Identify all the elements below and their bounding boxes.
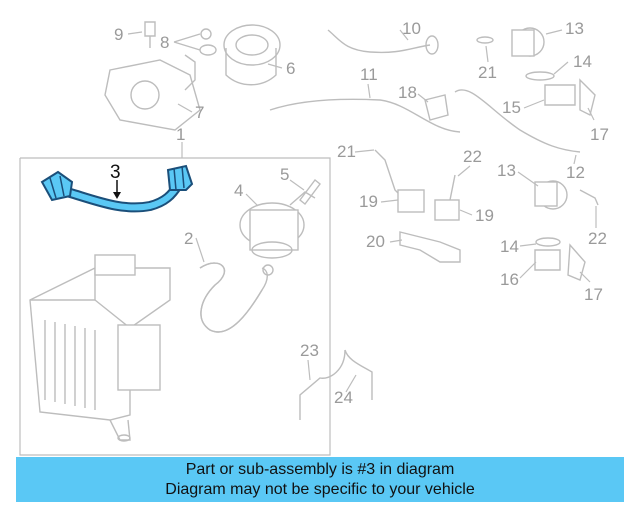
highlighted-hose-3 xyxy=(40,164,194,213)
sensor-5 xyxy=(299,179,321,205)
sensor-24 xyxy=(344,349,373,400)
callout-7: 7 xyxy=(195,103,204,122)
valve-13-lower xyxy=(534,180,568,210)
callout-16: 16 xyxy=(500,270,519,289)
callout-15: 15 xyxy=(502,98,521,117)
callout-3: 3 xyxy=(110,162,121,183)
bracket-20 xyxy=(399,231,461,263)
callout-2: 2 xyxy=(184,229,193,248)
callout-19-left: 19 xyxy=(359,192,378,211)
callout-12: 12 xyxy=(566,163,585,182)
callout-8: 8 xyxy=(160,33,169,52)
callout-14-top: 14 xyxy=(573,52,592,71)
callout-18: 18 xyxy=(398,83,417,102)
callout-17-lower: 17 xyxy=(584,285,603,304)
sensor-23 xyxy=(299,349,346,420)
callout-24: 24 xyxy=(334,388,353,407)
callout-13-lower: 13 xyxy=(497,161,516,180)
callout-14-lower: 14 xyxy=(500,237,519,256)
callout-21-mid: 21 xyxy=(337,142,356,161)
bracket-7 xyxy=(104,59,201,131)
air-pump-6 xyxy=(223,24,281,86)
parts-diagram: 9 8 6 7 1 3 5 4 2 10 11 18 21 13 14 15 1… xyxy=(19,19,609,456)
assembly-1-frame xyxy=(19,157,331,456)
callout-11: 11 xyxy=(360,65,378,84)
bolt-9 xyxy=(144,21,156,48)
callout-17-top: 17 xyxy=(590,125,609,144)
info-banner: Part or sub-assembly is #3 in diagram Di… xyxy=(16,457,624,502)
pipe-10 xyxy=(327,29,431,54)
hose-3-right-connector xyxy=(166,164,194,191)
pump-4 xyxy=(239,191,316,276)
callout-1: 1 xyxy=(176,125,185,144)
pipe-11 xyxy=(269,98,461,133)
callout-23: 23 xyxy=(300,341,319,360)
pipe-12 xyxy=(454,89,581,153)
charcoal-canister xyxy=(29,254,171,442)
callout-13-top: 13 xyxy=(565,19,584,38)
callout-10: 10 xyxy=(402,19,421,38)
banner-line-2: Diagram may not be specific to your vehi… xyxy=(165,480,475,498)
banner-line-1: Part or sub-assembly is #3 in diagram xyxy=(185,460,455,478)
hose-3-fill xyxy=(57,182,181,211)
callout-20: 20 xyxy=(366,232,385,251)
hose-3-left-connector xyxy=(40,170,74,202)
callout-6: 6 xyxy=(286,59,295,78)
callout-21-top: 21 xyxy=(478,63,497,82)
callout-22-mid: 22 xyxy=(463,147,482,166)
callout-9: 9 xyxy=(114,25,123,44)
fitting-18 xyxy=(424,94,449,121)
callout-19-right: 19 xyxy=(475,206,494,225)
callout-5: 5 xyxy=(280,165,289,184)
valve-13-top xyxy=(511,27,545,57)
callout-4: 4 xyxy=(234,181,243,200)
callout-22-lower: 22 xyxy=(588,229,607,248)
